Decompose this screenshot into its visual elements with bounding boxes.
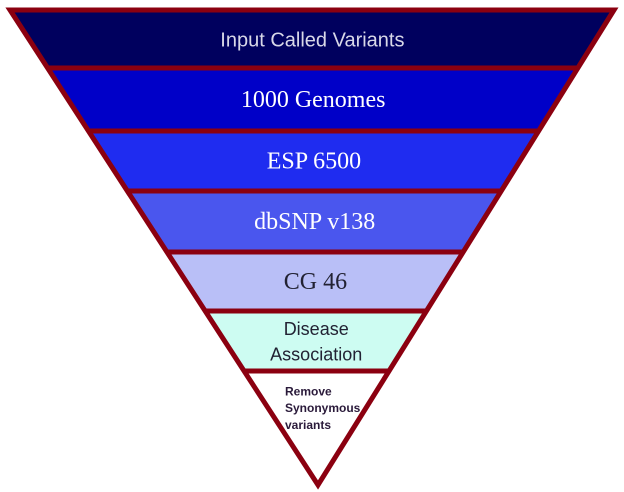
funnel-stage-label: Disease: [284, 319, 349, 339]
funnel-stage-label: variants: [285, 418, 331, 432]
funnel-stage-band: [244, 371, 390, 485]
funnel-stage-label: Input Called Variants: [220, 29, 404, 51]
funnel-stage: CG 46: [166, 252, 464, 311]
funnel-stage: 1000 Genomes: [47, 68, 578, 131]
funnel-stage-label: dbSNP v138: [254, 209, 375, 235]
funnel-stage-band: [47, 68, 578, 131]
funnel-stage: ESP 6500: [88, 131, 539, 191]
funnel-stage-band: [166, 252, 464, 311]
funnel-stage-label: Remove: [285, 384, 332, 398]
funnel-stage-band: [127, 191, 502, 252]
funnel-stage-band: [205, 311, 427, 371]
funnel-stage: dbSNP v138: [127, 191, 502, 252]
funnel-stage-label: CG 46: [284, 269, 347, 295]
funnel-stage-label: 1000 Genomes: [241, 87, 386, 113]
funnel-stage-band: [88, 131, 539, 191]
funnel-stage-band: [10, 10, 614, 68]
funnel-stage-label: ESP 6500: [267, 149, 361, 175]
funnel-stage-label: Association: [270, 344, 362, 364]
funnel-outline: [5, 7, 619, 490]
funnel-stage-label: Synonymous: [285, 401, 361, 415]
funnel-stage: Input Called Variants: [10, 10, 614, 68]
